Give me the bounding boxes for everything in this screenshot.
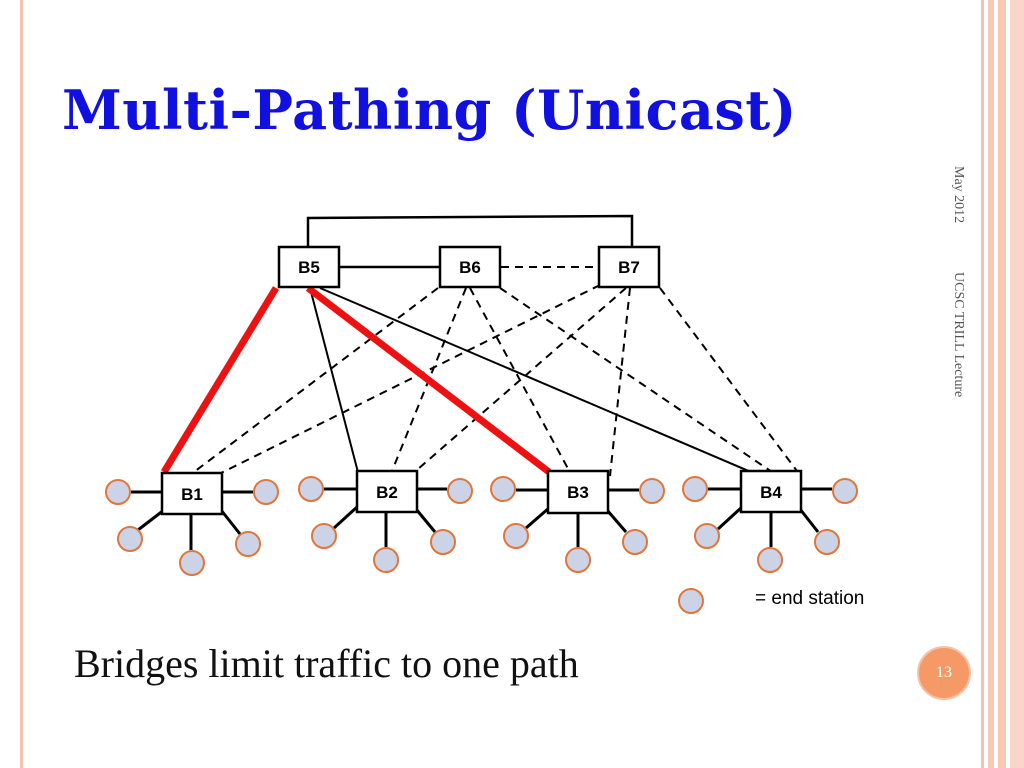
decorative-stripe xyxy=(998,0,1006,768)
bridge-label: B3 xyxy=(567,483,589,502)
bridge-b3: B3 xyxy=(546,469,610,515)
bridge-label: B7 xyxy=(618,258,640,277)
end-station xyxy=(757,547,783,573)
end-station xyxy=(373,547,399,573)
slide-caption: Bridges limit traffic to one path xyxy=(74,641,579,686)
end-station xyxy=(430,529,456,555)
link-b5-b2 xyxy=(309,287,361,481)
legend-label: = end station xyxy=(755,588,864,609)
end-station xyxy=(639,478,665,504)
link-b6-b3 xyxy=(469,287,573,477)
link-b7-b3 xyxy=(609,287,631,477)
bridge-label: B6 xyxy=(459,258,481,277)
bridge-b1: B1 xyxy=(160,471,224,516)
highlight-path-b5-b3 xyxy=(305,285,552,475)
bridge-b2: B2 xyxy=(355,469,419,514)
link-b7-b4 xyxy=(659,287,801,476)
bridge-b7: B7 xyxy=(597,245,661,289)
end-station xyxy=(814,529,840,555)
end-station xyxy=(179,550,205,576)
cluster-b2 xyxy=(324,487,447,547)
end-station xyxy=(311,523,337,549)
bridge-label: B1 xyxy=(181,485,203,504)
side-date: May 2012 xyxy=(951,166,966,224)
cluster-b3 xyxy=(516,488,639,547)
end-station xyxy=(503,523,529,549)
page-number-badge: 13 xyxy=(917,646,971,700)
bridge-b5: B5 xyxy=(277,245,341,289)
end-station xyxy=(694,523,720,549)
end-station xyxy=(253,479,279,505)
bridge-b6: B6 xyxy=(438,245,502,289)
bridge-label: B2 xyxy=(376,483,398,502)
cluster-b4 xyxy=(708,487,832,547)
end-station xyxy=(565,547,591,573)
end-station xyxy=(235,531,261,557)
end-station xyxy=(447,478,473,504)
decorative-stripe xyxy=(1010,0,1024,768)
end-station xyxy=(622,529,648,555)
link-b6-b1 xyxy=(189,287,439,476)
end-station xyxy=(105,479,131,505)
end-station xyxy=(490,476,516,502)
end-station xyxy=(117,526,143,552)
link-b5-b7-top xyxy=(306,214,634,247)
bridge-label: B5 xyxy=(298,258,320,277)
end-station xyxy=(298,476,324,502)
bridge-b4: B4 xyxy=(739,469,803,514)
end-station xyxy=(832,478,858,504)
link-b5-b4 xyxy=(319,287,766,479)
legend-end-station-icon xyxy=(678,588,704,614)
end-station xyxy=(682,476,708,502)
decorative-stripe xyxy=(988,0,994,768)
bridge-label: B4 xyxy=(760,483,782,502)
side-lecture-label: UCSC TRILL Lecture xyxy=(951,272,966,398)
legend: = end station xyxy=(678,588,864,614)
slide-title: Multi-Pathing (Unicast) xyxy=(62,78,797,142)
highlight-path-b5-b1 xyxy=(161,286,279,474)
link-b7-b1 xyxy=(214,284,601,477)
slide-frame xyxy=(20,0,984,768)
cluster-b1 xyxy=(131,490,253,550)
link-b7-b2 xyxy=(409,287,627,477)
